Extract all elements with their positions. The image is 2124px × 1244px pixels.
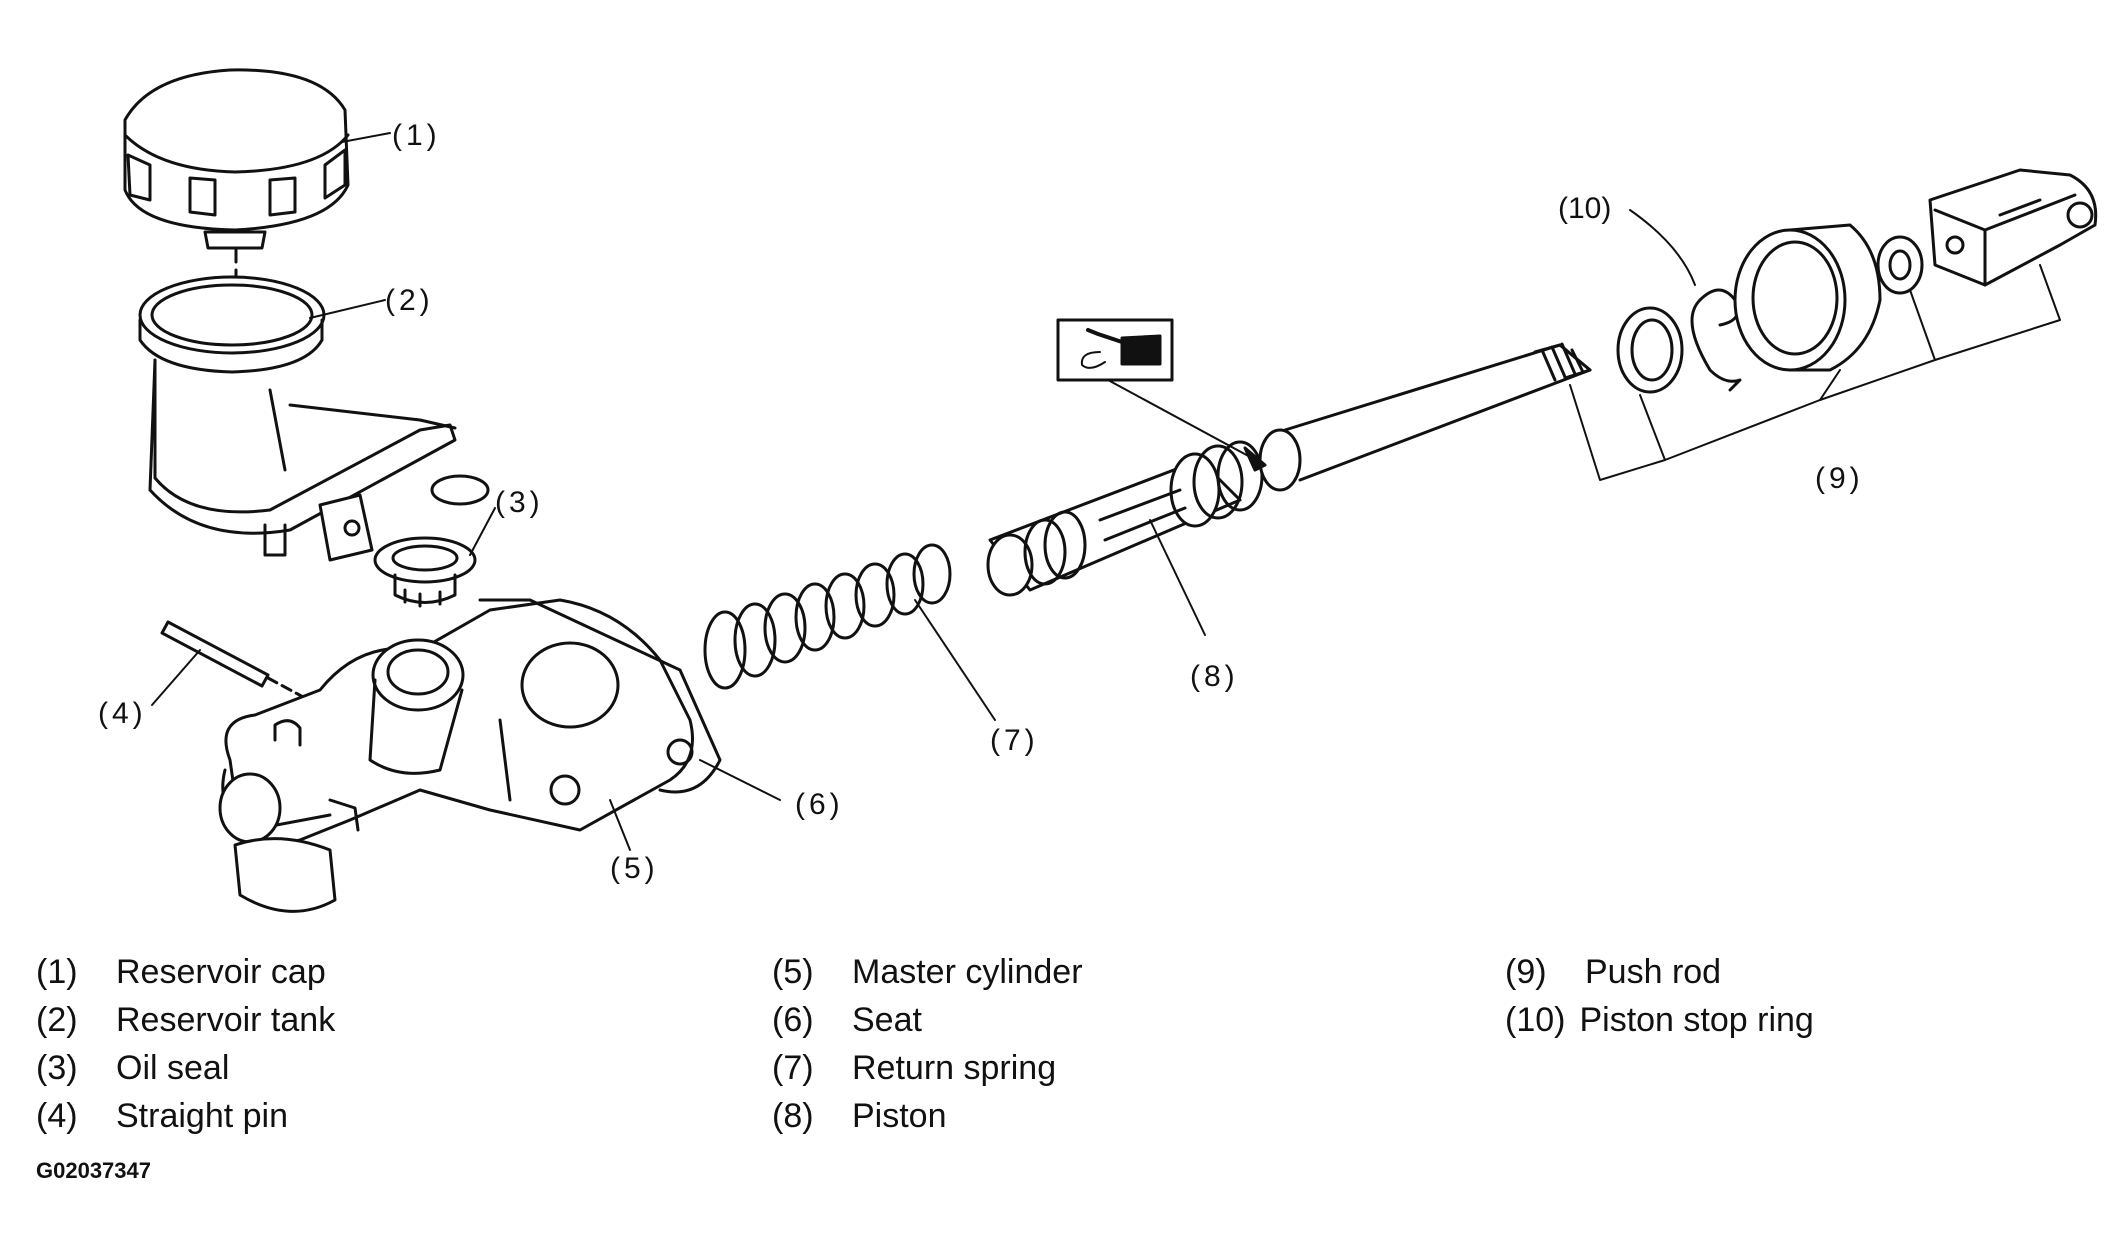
legend-number: (7) — [772, 1049, 814, 1087]
legend-label: Return spring — [852, 1049, 1057, 1087]
straight-pin-part — [160, 620, 307, 700]
legend-item: (10) Piston stop ring — [1505, 996, 1814, 1044]
legend-number: (6) — [772, 1001, 814, 1039]
callout-4: (4) — [98, 697, 147, 730]
callout-10: (10) — [1558, 192, 1611, 225]
reservoir-tank-part — [138, 275, 490, 562]
legend-item: (7) Return spring — [772, 1044, 1083, 1092]
legend-item: (3) Oil seal — [36, 1044, 335, 1092]
callout-8: (8) — [1190, 660, 1239, 693]
oil-seal-part — [373, 536, 477, 608]
figure-id: G02037347 — [36, 1158, 151, 1183]
legend-label: Master cylinder — [852, 953, 1083, 991]
piston-stop-ring-part — [1690, 288, 1742, 392]
legend-item: (5) Master cylinder — [772, 948, 1083, 996]
callout-1: (1) — [392, 119, 441, 152]
legend-column-2: (5) Master cylinder (6) Seat (7) Return spr… — [772, 948, 1083, 1140]
callout-7: (7) — [990, 724, 1039, 757]
legend-label: Straight pin — [116, 1097, 288, 1135]
grease-gun-icon — [1056, 318, 1174, 382]
legend-number: (8) — [772, 1097, 814, 1135]
legend-item: (2) Reservoir tank — [36, 996, 335, 1044]
push-rod-boot-part — [1733, 223, 1882, 372]
legend-item: (6) Seat — [772, 996, 1083, 1044]
legend-number: (5) — [772, 953, 814, 991]
exploded-view-diagram: (1) (2) (3) (4) (5) (6) (7) (8) (9) (10) — [98, 68, 2098, 913]
clevis-part — [1928, 168, 2098, 287]
legend-label: Reservoir tank — [116, 1001, 336, 1039]
legend-number: (10) — [1505, 1001, 1566, 1039]
legend-item: (9) Push rod — [1505, 948, 1814, 996]
legend-column-1: (1) Reservoir cap (2) Reservoir tank (3) Oi… — [36, 948, 335, 1140]
callout-5: (5) — [610, 852, 659, 885]
legend-number: (9) — [1505, 953, 1547, 991]
legend-number: (3) — [36, 1049, 78, 1087]
legend-number: (4) — [36, 1097, 78, 1135]
nut-part — [1876, 235, 1924, 295]
legend-number: (1) — [36, 953, 78, 991]
piston-part — [986, 440, 1264, 597]
legend-item: (4) Straight pin — [36, 1092, 335, 1140]
reservoir-cap-part — [123, 68, 350, 250]
return-spring-part — [703, 543, 952, 690]
legend-item: (1) Reservoir cap — [36, 948, 335, 996]
master-cylinder-part — [218, 598, 722, 913]
callout-6: (6) — [795, 788, 844, 821]
legend-label: Oil seal — [116, 1049, 230, 1087]
legend-label: Reservoir cap — [116, 953, 326, 991]
grease-arrow-head — [1243, 446, 1267, 472]
leader-lines — [151, 132, 2061, 851]
legend-label: Push rod — [1585, 953, 1722, 991]
legend-label: Piston — [852, 1097, 947, 1135]
washer-part — [1616, 306, 1684, 394]
legend-column-3: (9) Push rod (10) Piston stop ring — [1505, 948, 1814, 1044]
legend-number: (2) — [36, 1001, 78, 1039]
push-rod-shaft-part — [1258, 342, 1592, 492]
legend-label: Seat — [852, 1001, 922, 1039]
legend-label: Piston stop ring — [1579, 1001, 1814, 1039]
legend-item: (8) Piston — [772, 1092, 1083, 1140]
callout-9: (9) — [1815, 462, 1864, 495]
callout-3: (3) — [495, 486, 544, 519]
callout-2: (2) — [385, 284, 434, 317]
